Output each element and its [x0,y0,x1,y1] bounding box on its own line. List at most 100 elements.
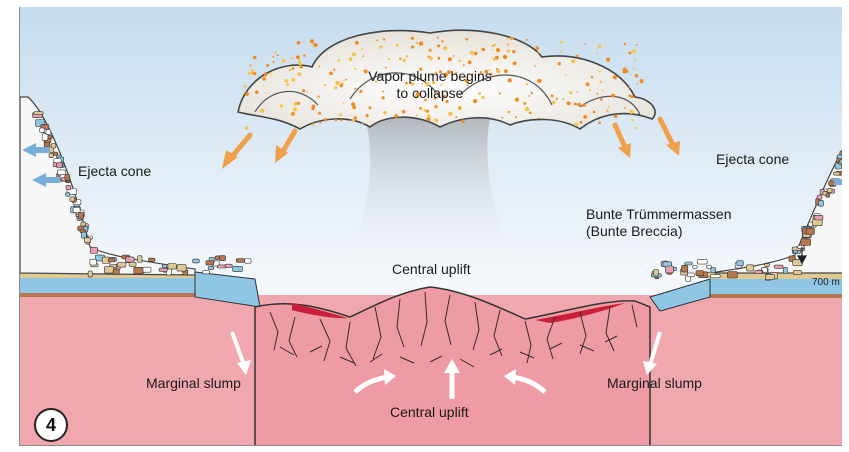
plume-particle [529,112,532,115]
plume-particle [633,68,635,70]
plume-particle [583,115,587,119]
ejecta-fragment [46,129,51,134]
plume-particle [455,116,457,118]
plume-particle [286,83,289,86]
ejecta-fragment [168,264,177,270]
plume-particle [606,57,610,61]
plume-particle [571,59,575,63]
plume-particle [482,48,486,52]
ejecta-fragment [711,275,721,278]
plume-particle [608,106,610,108]
plume-particle [275,117,277,119]
ejecta-fragment [81,222,86,226]
plume-particle [411,37,414,40]
plume-particle [600,81,603,84]
ejecta-fragment [834,172,841,175]
central-uplift-label-bottom: Central uplift [390,404,469,421]
plume-particle [419,107,422,110]
ejecta-fragment [737,261,744,266]
ejecta-fragment [245,259,251,264]
plume-particle [310,39,314,43]
plume-particle [429,49,432,52]
plume-particle [640,79,644,83]
plume-particle [319,121,321,123]
ejecta-fragment [682,265,688,272]
plume-particle [635,127,637,129]
plume-particle [560,41,563,44]
plume-particle [589,89,591,91]
vapor-plume-label-line2: to collapse [350,85,510,102]
ejecta-fragment [817,195,822,199]
ejecta-fragment [233,266,243,271]
ejecta-fragment [149,258,156,261]
ejecta-fragment [236,259,245,263]
plume-particle [428,56,430,58]
ejecta-fragment [82,232,87,238]
plume-particle [312,105,316,109]
plume-particle [567,101,571,105]
plume-particle [274,51,276,53]
plume-particle [538,79,542,83]
plume-particle [340,119,342,121]
plume-particle [416,42,418,44]
plume-particle [628,95,631,98]
plume-particle [429,57,433,61]
plume-particle [426,117,430,121]
ejecta-fragment [793,250,797,253]
plume-particle [576,55,579,58]
marginal-slump-left-label: Marginal slump [146,375,241,392]
plume-particle [248,72,252,76]
plume-particle [406,55,409,58]
plume-particle [249,65,251,67]
plume-particle [443,46,447,50]
ejecta-fragment [711,268,716,273]
plume-particle [596,93,598,95]
plume-particle [586,83,590,87]
ejecta-fragment [73,207,80,212]
plume-particle [340,84,343,87]
plume-particle [506,38,508,40]
plume-particle [631,119,633,121]
plume-particle [291,57,293,59]
ejecta-fragment [142,267,151,272]
plume-particle [426,110,429,113]
plume-particle [324,84,326,86]
plume-particle [607,110,609,112]
plume-particle [253,56,257,60]
ejecta-fragment [827,189,832,193]
plume-particle [352,106,356,110]
plume-particle [525,107,529,111]
plume-particle [507,111,509,113]
plume-particle [611,94,615,98]
plume-particle [512,50,515,53]
ejecta-fragment [117,263,126,267]
bunte-breccia-label: Bunte Trümmermassen (Bunte Breccia) [586,206,732,240]
plume-particle [526,39,528,41]
plume-particle [492,45,494,47]
plume-particle [270,73,272,75]
plume-particle [637,83,639,85]
plume-particle [427,114,430,117]
ejecta-fragment [159,268,168,271]
plume-particle [383,38,385,40]
ejecta-fragment [126,257,135,262]
ejecta-fragment [837,155,842,159]
plume-particle [560,51,562,53]
plume-particle [346,79,348,81]
plume-particle [526,83,528,85]
plume-particle [343,103,345,105]
ejecta-fragment [206,261,214,266]
plume-particle [329,72,333,76]
ejecta-fragment [162,264,167,267]
ejecta-fragment [806,228,814,234]
plume-particle [468,60,472,64]
plume-particle [318,95,320,97]
plume-particle [463,64,465,66]
plume-particle [563,98,565,100]
plume-particle [403,59,406,62]
plume-particle [245,126,248,129]
plume-particle [352,52,356,56]
plume-particle [474,52,478,56]
plume-particle [282,59,286,63]
plume-particle [552,101,556,105]
